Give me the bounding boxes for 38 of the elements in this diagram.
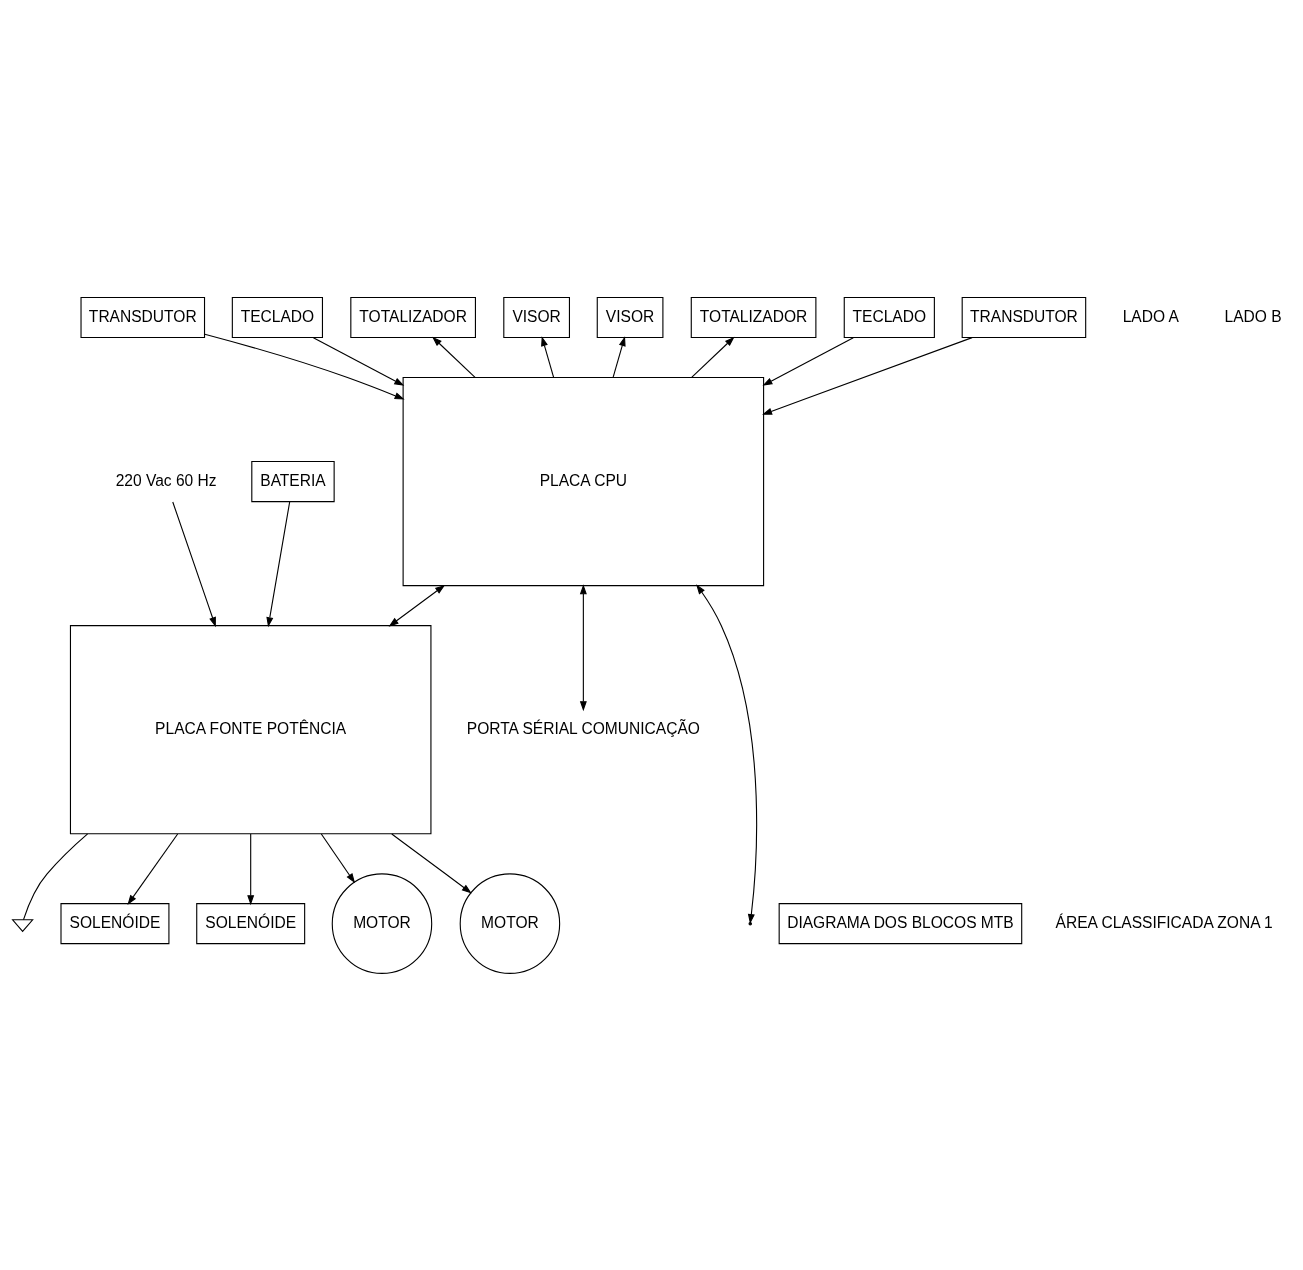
- node-box: TECLADO: [843, 296, 935, 338]
- node-box: SOLENÓIDE: [60, 902, 170, 944]
- node-box: DIAGRAMA DOS BLOCOS MTB: [778, 902, 1023, 944]
- node-box: TRANSDUTOR: [961, 296, 1087, 338]
- node-box: PLACA FONTE POTÊNCIA: [69, 624, 432, 834]
- arrow: [312, 336, 405, 386]
- connector: [22, 832, 89, 920]
- node-box: SOLENÓIDE: [196, 902, 306, 944]
- node-box: BATERIA: [251, 460, 335, 502]
- label: ÁREA CLASSIFICADA ZONA 1: [1055, 913, 1273, 931]
- arrow: [691, 336, 735, 378]
- node-box: TECLADO: [231, 296, 323, 338]
- arrow: [696, 583, 758, 924]
- label: LADO A: [1122, 307, 1179, 325]
- node-box: TRANSDUTOR: [80, 296, 206, 338]
- node-box: PLACA CPU: [402, 376, 765, 586]
- node-ground: [11, 918, 34, 932]
- label: LADO B: [1224, 307, 1282, 325]
- arrow: [432, 336, 476, 378]
- arrow: [388, 584, 446, 627]
- node-box: TOTALIZADOR: [350, 296, 476, 338]
- arrow: [266, 500, 291, 627]
- arrow: [391, 832, 472, 894]
- node-text: 220 Vac 60 Hz: [115, 471, 217, 489]
- node-box: TOTALIZADOR: [690, 296, 817, 338]
- arrow: [172, 500, 216, 627]
- arrow: [204, 333, 405, 400]
- arrow: [579, 583, 587, 711]
- arrow: [541, 335, 555, 378]
- arrow: [247, 832, 255, 905]
- arrow: [320, 832, 356, 883]
- arrow: [612, 335, 626, 378]
- node-text: PORTA SÉRIAL COMUNICAÇÃO: [466, 719, 700, 737]
- arrow: [762, 336, 973, 415]
- node-box: VISOR: [596, 296, 664, 338]
- arrow: [127, 832, 179, 905]
- arrow: [762, 336, 854, 386]
- node-box: VISOR: [503, 296, 570, 338]
